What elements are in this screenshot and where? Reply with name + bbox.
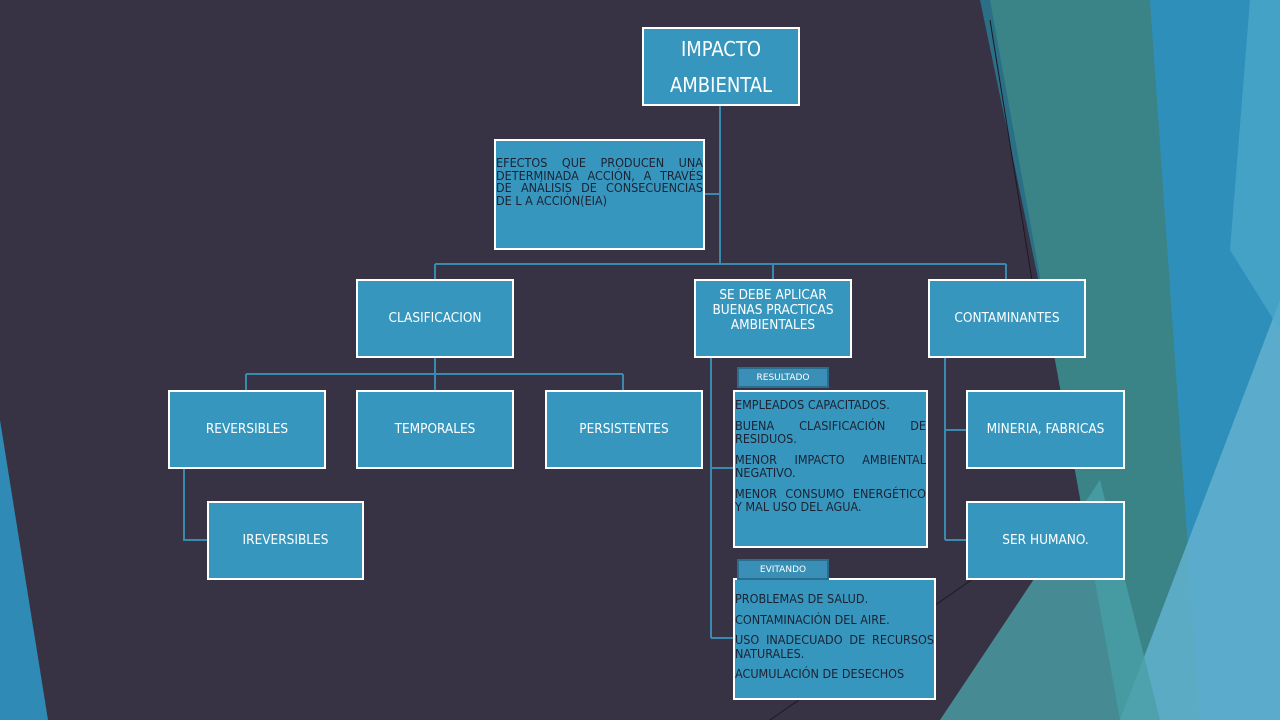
bg-facet-right-teal: [990, 0, 1210, 720]
list-resultado: EMPLEADOS CAPACITADOS. BUENA CLASIFICACI…: [733, 390, 928, 548]
node-ser-humano: SER HUMANO.: [966, 501, 1125, 580]
root-title-line1: IMPACTO: [680, 36, 762, 61]
root-title-line2: AMBIENTAL: [669, 72, 773, 97]
branch-practicas: SE DEBE APLICAR BUENAS PRACTICAS AMBIENT…: [694, 279, 852, 358]
node-persistentes: PERSISTENTES: [545, 390, 703, 469]
tag-evitando: EVITANDO: [737, 559, 829, 580]
branch-contaminantes: CONTAMINANTES: [928, 279, 1086, 358]
node-irreversibles: IREVERSIBLES: [207, 501, 364, 580]
node-mineria-fabricas: MINERIA, FABRICAS: [966, 390, 1125, 469]
node-temporales: TEMPORALES: [356, 390, 514, 469]
tag-resultado: RESULTADO: [737, 367, 829, 388]
resultado-item: EMPLEADOS CAPACITADOS.: [735, 397, 890, 412]
resultado-item: MENOR IMPACTO AMBIENTAL NEGATIVO.: [735, 451, 926, 480]
bg-facet-right-light: [1120, 300, 1280, 720]
evitando-item: CONTAMINACIÓN DEL AIRE.: [735, 611, 890, 627]
bg-facet-right-pale: [1230, 0, 1280, 330]
branch-clasificacion: CLASIFICACION: [356, 279, 514, 358]
root-node: IMPACTO AMBIENTAL: [642, 27, 800, 106]
resultado-item: BUENA CLASIFICACIÓN DE RESIDUOS.: [735, 417, 926, 446]
resultado-item: MENOR CONSUMO ENERGÉTICO Y MAL USO DEL A…: [735, 485, 926, 514]
list-evitando: PROBLEMAS DE SALUD. CONTAMINACIÓN DEL AI…: [733, 578, 936, 700]
bg-facet-left: [0, 420, 48, 720]
node-reversibles: REVERSIBLES: [168, 390, 326, 469]
evitando-item: ACUMULACIÓN DE DESECHOS: [735, 666, 905, 681]
evitando-item: USO INADECUADO DE RECURSOS NATURALES.: [735, 632, 934, 661]
definition-node: EFECTOS QUE PRODUCEN UNA DETERMINADA ACC…: [494, 139, 705, 250]
evitando-item: PROBLEMAS DE SALUD.: [735, 591, 869, 606]
